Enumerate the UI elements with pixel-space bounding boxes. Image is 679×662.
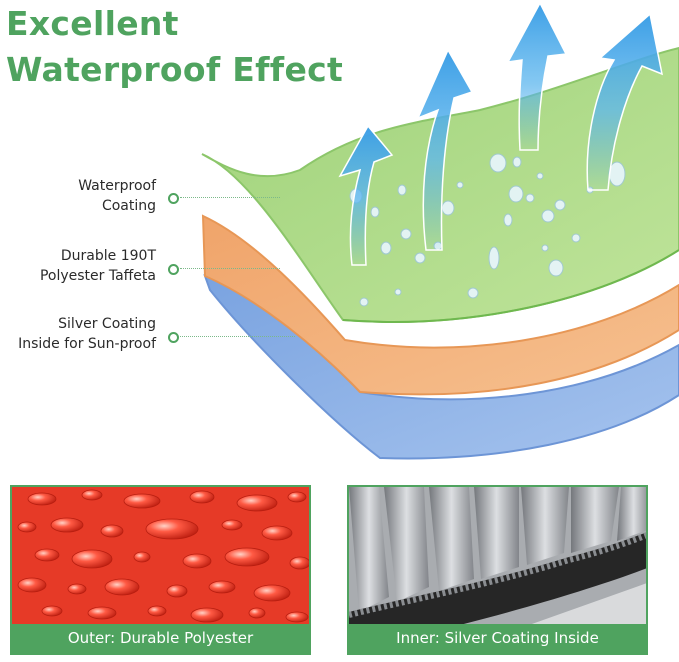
pointer-dot (168, 264, 179, 275)
breathable-arrows (338, 1, 664, 266)
outer-caption: Outer: Durable Polyester (12, 624, 309, 653)
label-line: Waterproof (78, 178, 156, 194)
inner-caption: Inner: Silver Coating Inside (349, 624, 646, 653)
label-line: Durable 190T (60, 248, 156, 264)
arrow-up-icon (338, 124, 394, 266)
label-waterproof-coating: Waterproof Coating (78, 176, 156, 216)
silver-coating-fabric-image (349, 487, 646, 653)
outer-fabric-photo: Outer: Durable Polyester (10, 485, 311, 655)
pointer-dot (168, 332, 179, 343)
arrow-up-icon (416, 48, 474, 251)
label-line: Silver Coating (58, 316, 156, 332)
label-silver-coating: Silver Coating Inside for Sun-proof (18, 314, 156, 354)
leader-line (180, 336, 295, 337)
inner-fabric-photo: Inner: Silver Coating Inside (347, 485, 648, 655)
water-droplets (349, 153, 626, 307)
arrow-up-icon (506, 1, 568, 151)
label-polyester-taffeta: Durable 190T Polyester Taffeta (40, 246, 156, 286)
leader-line (180, 197, 280, 198)
leader-line (180, 268, 280, 269)
headline-line-2: Waterproof Effect (6, 50, 344, 89)
fabric-layers-illustration (201, 1, 679, 460)
label-line: Inside for Sun-proof (18, 336, 156, 352)
label-line: Coating (101, 198, 156, 214)
arrow-up-icon (586, 12, 664, 191)
pointer-dot (168, 193, 179, 204)
label-line: Polyester Taffeta (39, 268, 156, 284)
headline-line-1: Excellent (6, 4, 179, 43)
